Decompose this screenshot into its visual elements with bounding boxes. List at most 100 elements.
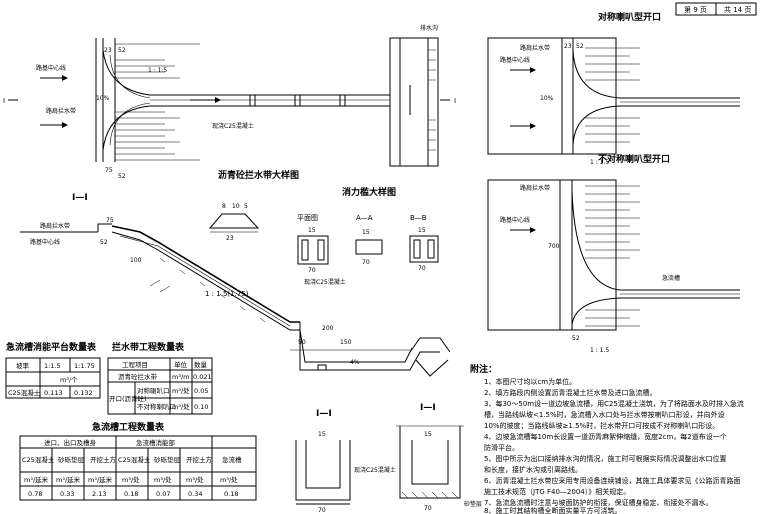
t1-h1: 1:1.5 bbox=[44, 362, 61, 370]
t3-v6: 0.18 bbox=[224, 490, 238, 498]
dim-15-b1: 15 bbox=[318, 431, 326, 438]
label-c25: 现浇C25混凝土 bbox=[212, 122, 254, 130]
t3-v2: 2.13 bbox=[92, 490, 106, 498]
label-road-section: 路基中心线 bbox=[30, 238, 60, 246]
title-energy-detail: 消力槛大样图 bbox=[342, 186, 396, 198]
t3-v3: 0.18 bbox=[124, 490, 138, 498]
note-4b: 防滑平台。 bbox=[484, 443, 519, 452]
t3-v4: 0.07 bbox=[156, 490, 170, 498]
note-1: 1、本图尺寸均以cm为单位。 bbox=[484, 377, 576, 386]
dim-70-b2: 70 bbox=[424, 505, 432, 512]
dim-70-plan: 70 bbox=[308, 267, 316, 274]
t2-group: 开口(沥青砼) bbox=[109, 394, 147, 403]
label-10pct-sym: 10% bbox=[540, 95, 554, 102]
dim-75-section: 75 bbox=[106, 217, 114, 224]
dim-75-top: 75 bbox=[105, 167, 113, 174]
title-asymmetric: 不对称喇叭型开口 bbox=[598, 153, 670, 165]
table-platform: 急流槽消能平台数量表 坡率 1:1.5 1:1.75 m³/个 C25混凝土 0… bbox=[5, 341, 101, 399]
dim-200: 200 bbox=[322, 325, 334, 332]
t2-r0c0: 沥青砼拦水带 bbox=[118, 372, 158, 381]
curb-detail: 沥青砼拦水带大样图 23 8 10 5 bbox=[208, 169, 299, 242]
dim-70-BB: 70 bbox=[418, 265, 426, 272]
dim-23-top: 23 bbox=[104, 47, 112, 54]
dim-15-plan: 15 bbox=[308, 227, 316, 234]
label-road-center: 路基中心线 bbox=[36, 64, 66, 72]
t3-u4: m³/处 bbox=[154, 475, 172, 484]
t3-h1: 砂砾垫层 bbox=[58, 455, 85, 464]
section-bottom-2: I—I 15 70 砂垫层 bbox=[396, 403, 482, 512]
t2-h1: 单位 bbox=[174, 360, 188, 369]
note-7: 7、急流急流槽时注意与坡面防护的衔接，保证槽身稳定、衔接处不漏水。 bbox=[484, 498, 712, 507]
dim-15-AA: 15 bbox=[362, 229, 370, 236]
dim-52-asym: 52 bbox=[572, 335, 580, 342]
t2-r2c2: 0.10 bbox=[194, 403, 208, 411]
t3-u0: m³/延米 bbox=[24, 475, 49, 484]
t3-v0: 0.78 bbox=[28, 490, 42, 498]
title-BB: B—B bbox=[410, 214, 427, 222]
dim-100: 100 bbox=[130, 257, 142, 264]
title-section-main: I—I bbox=[72, 193, 88, 203]
page-header: 第 9 页 共 14 页 bbox=[675, 2, 757, 16]
title-AA: A—A bbox=[356, 214, 373, 222]
dim-15-BB: 15 bbox=[418, 227, 426, 234]
dim-150: 150 bbox=[340, 339, 352, 346]
symmetric-opening-view: 对称喇叭型开口 路基中心线 路肩拦水带 23 52 10% 1 : 1.5 bbox=[487, 11, 740, 166]
label-road-center-sym: 路基中心线 bbox=[500, 56, 530, 64]
label-4pct: 4% bbox=[350, 359, 360, 366]
t3-v1: 0.33 bbox=[60, 490, 74, 498]
title-curb-detail: 沥青砼拦水带大样图 bbox=[218, 169, 299, 181]
t3-h4: 砂砾垫层 bbox=[154, 455, 181, 464]
dim-700: 700 bbox=[548, 243, 560, 250]
t3-h2: 开挖土方 bbox=[90, 455, 117, 464]
dim-8-curb: 8 bbox=[222, 203, 226, 210]
table-curb: 拦水带工程数量表 工程项目 单位 数量 沥青砼拦水带 m³/m 0.021 开口… bbox=[107, 341, 213, 415]
note-5: 5、图中所示为出口接纳排水沟的情况，施工时可根据实际情况调整出水口位置 bbox=[484, 454, 726, 463]
label-curb-section: 路肩拦水带 bbox=[40, 222, 70, 230]
note-6: 6、沥青混凝土拦水带应采用专用设备连续铺设，其施工具体要求见《公路沥青路面 bbox=[484, 476, 740, 485]
t1-r1c1: 0.113 bbox=[44, 389, 63, 397]
title-symmetric: 对称喇叭型开口 bbox=[598, 11, 661, 23]
t3-v5: 0.34 bbox=[188, 490, 202, 498]
t3-group2: 急流槽消能部 bbox=[136, 438, 176, 447]
t3-u6: m³/处 bbox=[220, 475, 238, 484]
label-c25-b1: 现浇C25混凝土 bbox=[354, 466, 396, 474]
dim-23-sym: 23 bbox=[564, 43, 572, 50]
t1-r1c2: 0.132 bbox=[74, 389, 93, 397]
t1-unit: m³/个 bbox=[60, 376, 78, 384]
dim-52-sym: 52 bbox=[576, 43, 584, 50]
label-slope-sym: 1 : 1.5 bbox=[590, 159, 609, 166]
label-sand: 砂垫层 bbox=[464, 500, 482, 508]
t2-r2c1: m³/处 bbox=[172, 402, 190, 411]
note-3: 3、每30～50m设一道边坡急流槽，用C25混凝土浇筑，为了将路面水及时排入急流 bbox=[484, 399, 744, 408]
page-number: 第 9 页 bbox=[684, 5, 707, 14]
label-slope-asym: 1 : 1.5 bbox=[590, 347, 609, 354]
notes: 附注： 1、本图尺寸均以cm为单位。 2、填方路段内侧设置沥青混凝土拦水带及进口… bbox=[470, 363, 744, 514]
t2-r0c2: 0.021 bbox=[193, 373, 212, 381]
t1-h0: 坡率 bbox=[16, 361, 30, 370]
t3-h0: C25混凝土 bbox=[22, 455, 55, 464]
label-ditch: 排水沟 bbox=[420, 24, 438, 32]
notes-head: 附注： bbox=[470, 363, 497, 375]
t3-h5: 开挖土方 bbox=[186, 455, 213, 464]
label-curb-sym: 路肩拦水带 bbox=[520, 44, 550, 52]
t2-r1c0: 对称喇叭口 bbox=[137, 386, 170, 395]
dim-50: 50 bbox=[298, 339, 306, 346]
dim-5-curb: 5 bbox=[244, 203, 248, 210]
t3-u2: m³/延米 bbox=[88, 475, 113, 484]
t2-h2: 数量 bbox=[194, 360, 208, 369]
t2-r1c2: 0.05 bbox=[194, 387, 208, 395]
label-slope-plan: 1 : 1.5 bbox=[148, 67, 167, 74]
note-8: 8、施工时其结构槽全断面实量平方可浇筑。 bbox=[484, 506, 621, 514]
label-curb-asym: 路肩拦水带 bbox=[520, 184, 550, 192]
t3-h6: 急流槽 bbox=[222, 455, 242, 464]
note-5b: 和长度，接扩水沟或引离路线。 bbox=[484, 465, 582, 474]
table1-title: 急流槽消能平台数量表 bbox=[6, 341, 97, 353]
label-c25-energy: 现浇C25混凝土 bbox=[304, 278, 346, 286]
t2-r1c1: m³/处 bbox=[172, 386, 190, 395]
section-main: I—I 75 52 路肩拦水带 路基中心线 1 : 1.5(1.75) 200 … bbox=[20, 193, 451, 377]
table-chute: 急流槽工程数量表 进口、出口及槽身 急流槽消能部 C25混凝土 砂砾垫层 开挖土… bbox=[19, 421, 257, 501]
t3-u1: m³/延米 bbox=[56, 475, 81, 484]
t3-group1: 进口、出口及槽身 bbox=[44, 438, 97, 447]
t3-u3: m³/处 bbox=[122, 475, 140, 484]
dim-70-AA: 70 bbox=[362, 259, 370, 266]
